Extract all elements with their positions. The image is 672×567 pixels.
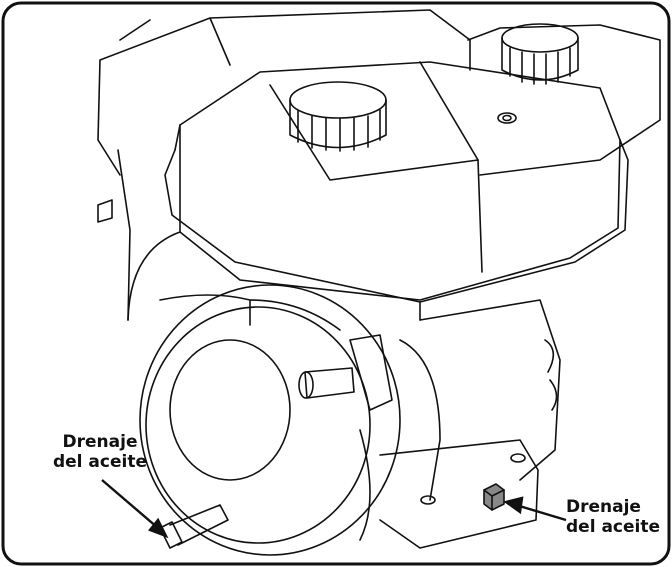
choke-lever xyxy=(298,334,393,411)
callout-left-line2: del aceite xyxy=(52,452,147,472)
fuel-tank xyxy=(164,61,629,321)
drain-plug-right xyxy=(483,483,505,511)
engine-shroud xyxy=(97,9,471,176)
callout-left-line1: Drenaje xyxy=(62,432,138,452)
crankcase xyxy=(127,231,561,549)
callout-oil-drain-left: Drenaje del aceite xyxy=(40,432,160,472)
recoil-starter xyxy=(139,284,401,556)
callout-oil-drain-right: Drenaje del aceite xyxy=(566,497,672,537)
callout-arrows xyxy=(101,479,567,539)
fuel-cap xyxy=(289,81,387,152)
callout-right-line1: Drenaje xyxy=(566,497,641,517)
callout-right-line2: del aceite xyxy=(566,517,661,537)
rear-fuel-cap xyxy=(467,23,661,176)
shroud-detail xyxy=(97,149,131,321)
drain-plug-left xyxy=(159,504,229,549)
